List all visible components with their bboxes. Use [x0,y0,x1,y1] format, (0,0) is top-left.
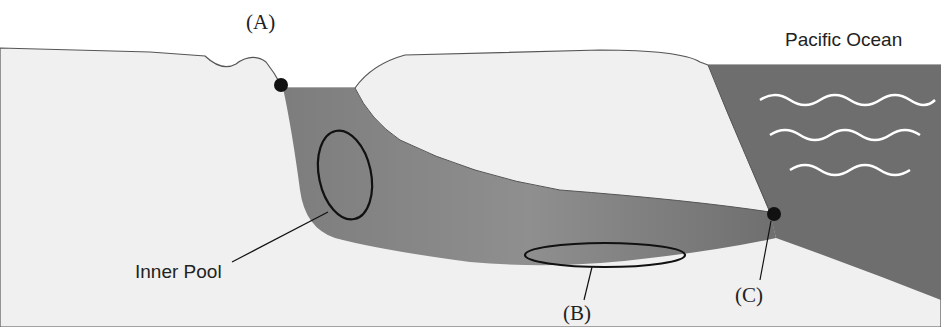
point-c [767,207,781,221]
leader-line [760,221,771,280]
land [0,48,941,327]
point-a [274,78,288,92]
area-label: Pacific Ocean [785,30,902,49]
b-outline [525,243,685,267]
rock-outline [355,88,770,212]
leader-line [584,267,592,300]
area-label: Inner Pool [135,262,222,281]
cave-water [283,88,776,265]
point-label: (B) [563,303,591,324]
inner-pool-outline [310,126,380,225]
waves [760,95,935,175]
point-label: (A) [246,12,275,33]
rock-edge [708,65,770,212]
leader-line [232,212,328,262]
point-label: (C) [735,285,763,306]
ocean [708,65,941,300]
